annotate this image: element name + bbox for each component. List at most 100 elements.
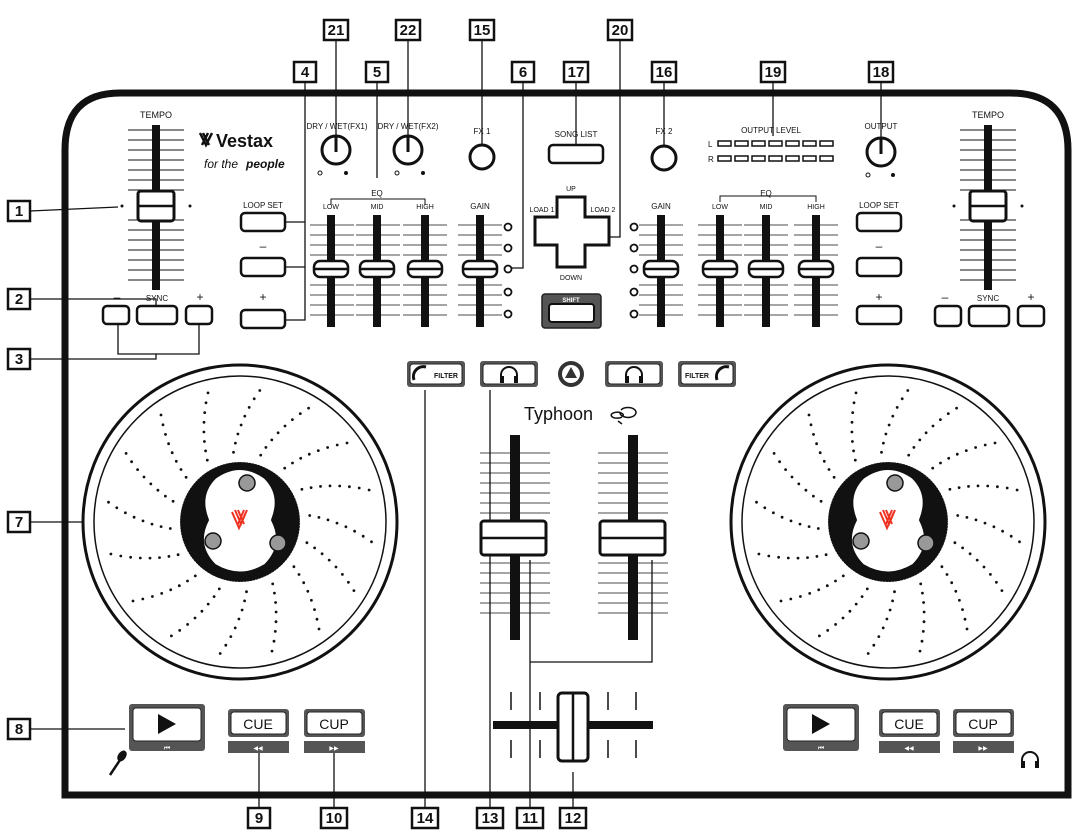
sync-button-left[interactable] [135,304,179,326]
loop-minus-button-right[interactable] [855,256,903,278]
eq-high-fader-left[interactable] [403,215,447,327]
jog-dot [148,556,152,560]
ff-strip-left[interactable] [304,741,365,753]
drywet-fx1-knob[interactable] [320,134,352,166]
callout-20-text: 20 [612,22,629,39]
jog-dot [822,459,826,463]
tempo-fader-right[interactable]: TEMPO [952,110,1024,290]
output-knob[interactable] [865,136,897,168]
callout-13-text: 13 [482,810,499,827]
jog-dot [922,610,926,614]
loop-plus-button-left[interactable] [239,308,287,330]
jog-dot [809,423,813,427]
jog-dot [151,595,154,598]
jog-dot [881,626,885,630]
eq-high-fader-right[interactable] [794,215,838,327]
jog-dot [767,554,771,558]
eq-low-label-left: LOW [323,204,339,211]
jog-dot [107,500,110,504]
eq-high-label-right: HIGH [807,204,825,211]
jog-dot [784,468,787,471]
jog-dot [919,582,923,586]
pitch-bend-plus-button-left[interactable] [184,304,214,326]
shift-button[interactable] [548,303,595,323]
gain-label-right: GAIN [651,202,671,211]
loop-set-button-right[interactable] [855,211,903,233]
jog-dot [297,573,301,576]
jog-dot [186,623,190,626]
pitch-bend-minus-button-left[interactable] [101,304,131,326]
loop-minus-button-left[interactable] [239,256,287,278]
filter-label-right: FILTER [685,373,709,380]
jog-dot [953,541,957,545]
browse-cross-pad[interactable]: UP DOWN LOAD 1 LOAD 2 [530,186,616,282]
tempo-fader-left[interactable]: TEMPO [120,110,192,290]
jog-dot [939,418,942,421]
jog-dot [258,389,262,392]
eq-low-fader-left[interactable] [310,215,354,327]
jog-dot [158,556,161,559]
fx1-button[interactable] [468,143,496,171]
callout-8-text: 8 [15,721,23,738]
loop-set-button-left[interactable] [239,211,287,233]
crossfader[interactable] [493,691,653,763]
drywet-fx2-knob[interactable] [392,134,424,166]
jog-dot [319,485,322,488]
jog-dot [307,452,311,456]
callout-18-text: 18 [873,64,890,81]
eq-low-fader-right[interactable] [698,215,742,327]
jog-dot [232,450,235,454]
jog-dot [344,525,348,529]
jog-wheel-right[interactable] [729,363,1047,681]
rewind-strip-left[interactable] [228,741,289,753]
jog-dot [131,599,135,603]
jog-dot [1015,488,1019,492]
gain-fader-right[interactable] [639,215,683,327]
jog-dot [834,623,837,626]
jog-wheel-left[interactable] [81,363,399,681]
jog-dot [965,516,969,519]
output-level-label: OUTPUT LEVEL [741,126,801,135]
brand-name: Vestax [216,131,273,151]
callout-1-text: 1 [15,203,23,220]
jog-dot [274,620,278,624]
jog-dot [772,511,775,515]
eq-high-label-left: HIGH [416,204,434,211]
jog-dot [807,525,811,528]
pitch-bend-plus-button-right[interactable] [1016,304,1046,328]
jog-dot [307,406,310,410]
jog-dot [808,592,812,595]
jog-dot [989,573,992,576]
gain-fader-left[interactable] [458,215,502,327]
eq-mid-fader-right[interactable] [744,215,788,327]
jog-dot [136,468,140,471]
pitch-bend-minus-button-right[interactable] [933,304,963,328]
jog-dot [922,601,925,604]
jog-dot [206,391,210,395]
jog-dot [996,485,999,489]
song-list-button[interactable] [547,143,605,165]
loop-plus-button-right[interactable] [855,304,903,326]
ff-strip-right[interactable] [953,741,1014,753]
jog-dot [313,546,316,550]
channel-fader-left[interactable] [479,435,550,640]
jog-dot [958,598,961,602]
jog-dot [204,449,208,453]
channel-fader-right[interactable] [598,435,668,640]
jog-dot [921,630,925,633]
jog-dot [206,602,210,606]
jog-dot [202,430,206,434]
jog-dot [306,589,310,593]
rewind-strip-right[interactable] [879,741,940,753]
jog-dot [817,588,821,592]
jog-dot [202,420,206,424]
jog-dot [757,552,761,556]
jog-dot [212,595,216,598]
fx2-button[interactable] [650,144,678,172]
jog-dot [161,423,165,427]
jog-dot [326,446,329,449]
jog-dot [203,440,206,443]
eq-mid-fader-left[interactable] [356,215,400,327]
jog-dot [954,589,958,593]
sync-button-right[interactable] [967,304,1011,328]
